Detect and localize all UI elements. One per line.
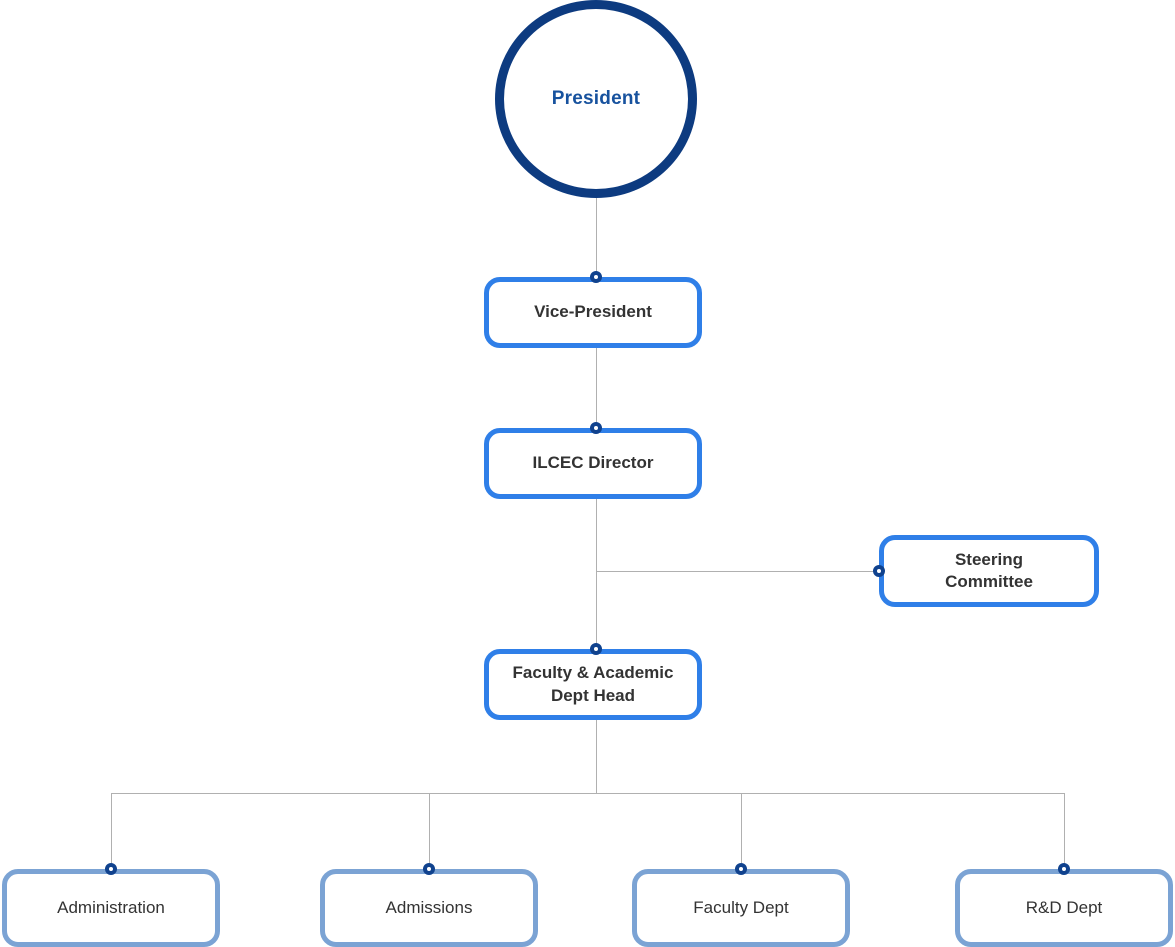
- connector-dot-ilcec-director: [590, 422, 602, 434]
- connector-branch-to-faculty-dept: [741, 793, 742, 869]
- connector-branch-to-admissions: [429, 793, 430, 869]
- node-steering-committee-label: Steering Committee: [945, 549, 1033, 591]
- connector-dot-steering-committee: [873, 565, 885, 577]
- node-administration[interactable]: Administration: [2, 869, 220, 947]
- node-faculty-academic-dept-head-label: Faculty & Academic Dept Head: [512, 663, 674, 705]
- node-president[interactable]: President: [495, 0, 697, 198]
- branch-bar-departments: [111, 793, 1065, 794]
- connector-ilcec-director-to-faculty-head: [596, 499, 597, 649]
- node-president-label: President: [551, 87, 641, 109]
- connector-dot-administration: [105, 863, 117, 875]
- connector-faculty-head-to-branch-bar: [596, 720, 597, 793]
- node-vice-president[interactable]: Vice-President: [484, 277, 702, 348]
- connector-dot-faculty-dept: [735, 863, 747, 875]
- node-faculty-academic-dept-head[interactable]: Faculty & Academic Dept Head: [484, 649, 702, 720]
- node-faculty-dept-label: Faculty Dept: [693, 897, 789, 917]
- node-faculty-dept[interactable]: Faculty Dept: [632, 869, 850, 947]
- connector-dot-vice-president: [590, 271, 602, 283]
- connector-vice-president-to-ilcec-director: [596, 348, 597, 428]
- connector-branch-to-administration: [111, 793, 112, 869]
- node-vice-president-label: Vice-President: [534, 302, 652, 322]
- node-administration-label: Administration: [57, 897, 165, 917]
- connector-president-to-vice-president: [596, 196, 597, 278]
- node-steering-committee[interactable]: Steering Committee: [879, 535, 1099, 607]
- connector-branch-to-rd-dept: [1064, 793, 1065, 869]
- connector-ilcec-director-to-steering-committee: [596, 571, 881, 572]
- node-ilcec-director[interactable]: ILCEC Director: [484, 428, 702, 499]
- node-ilcec-director-label: ILCEC Director: [532, 453, 654, 473]
- node-rd-dept-label: R&D Dept: [1025, 897, 1103, 917]
- connector-dot-faculty-academic-dept-head: [590, 643, 602, 655]
- node-rd-dept[interactable]: R&D Dept: [955, 869, 1173, 947]
- connector-dot-admissions: [423, 863, 435, 875]
- node-admissions[interactable]: Admissions: [320, 869, 538, 947]
- node-admissions-label: Admissions: [385, 897, 473, 917]
- connector-dot-rd-dept: [1058, 863, 1070, 875]
